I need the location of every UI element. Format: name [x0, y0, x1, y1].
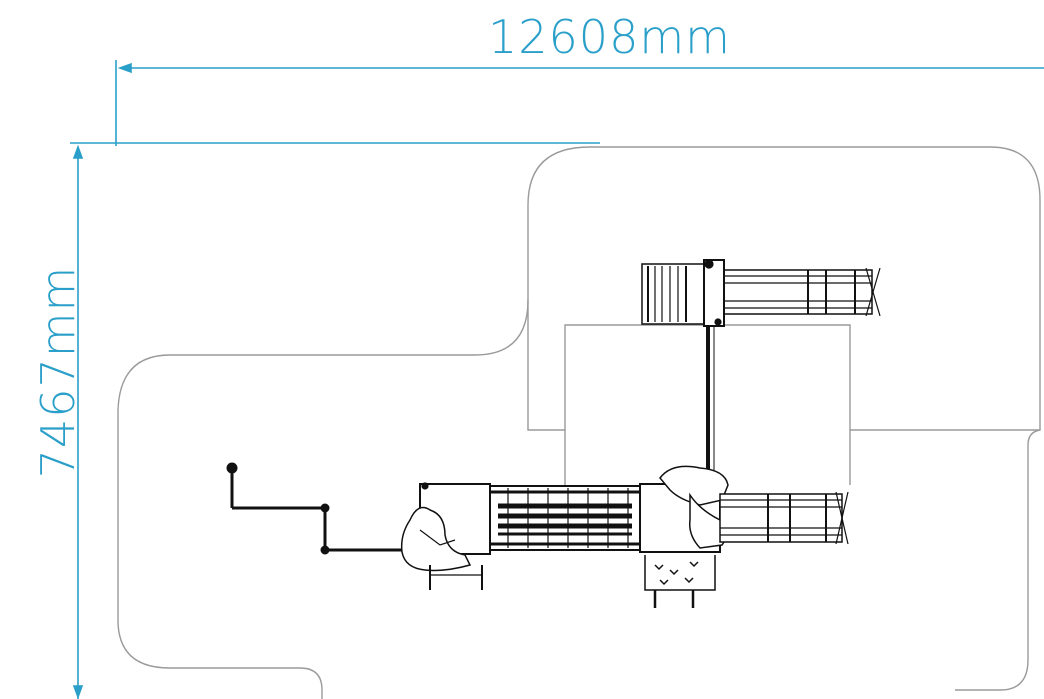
- lower-slide: [719, 491, 849, 545]
- left-rail: [226, 462, 415, 555]
- right-platform: [639, 465, 729, 608]
- width-arrow-left: [117, 62, 132, 74]
- height-arrow-top: [72, 144, 84, 159]
- width-dimension-label: 12608mm: [488, 10, 731, 64]
- dimension-lines: [70, 60, 1044, 699]
- bridge: [489, 485, 641, 551]
- play-structure: [226, 259, 881, 608]
- left-platform: [400, 482, 491, 590]
- upper-slide: [641, 259, 881, 327]
- safety-zone-outline: [117, 146, 1041, 699]
- height-arrow-bottom: [72, 685, 84, 699]
